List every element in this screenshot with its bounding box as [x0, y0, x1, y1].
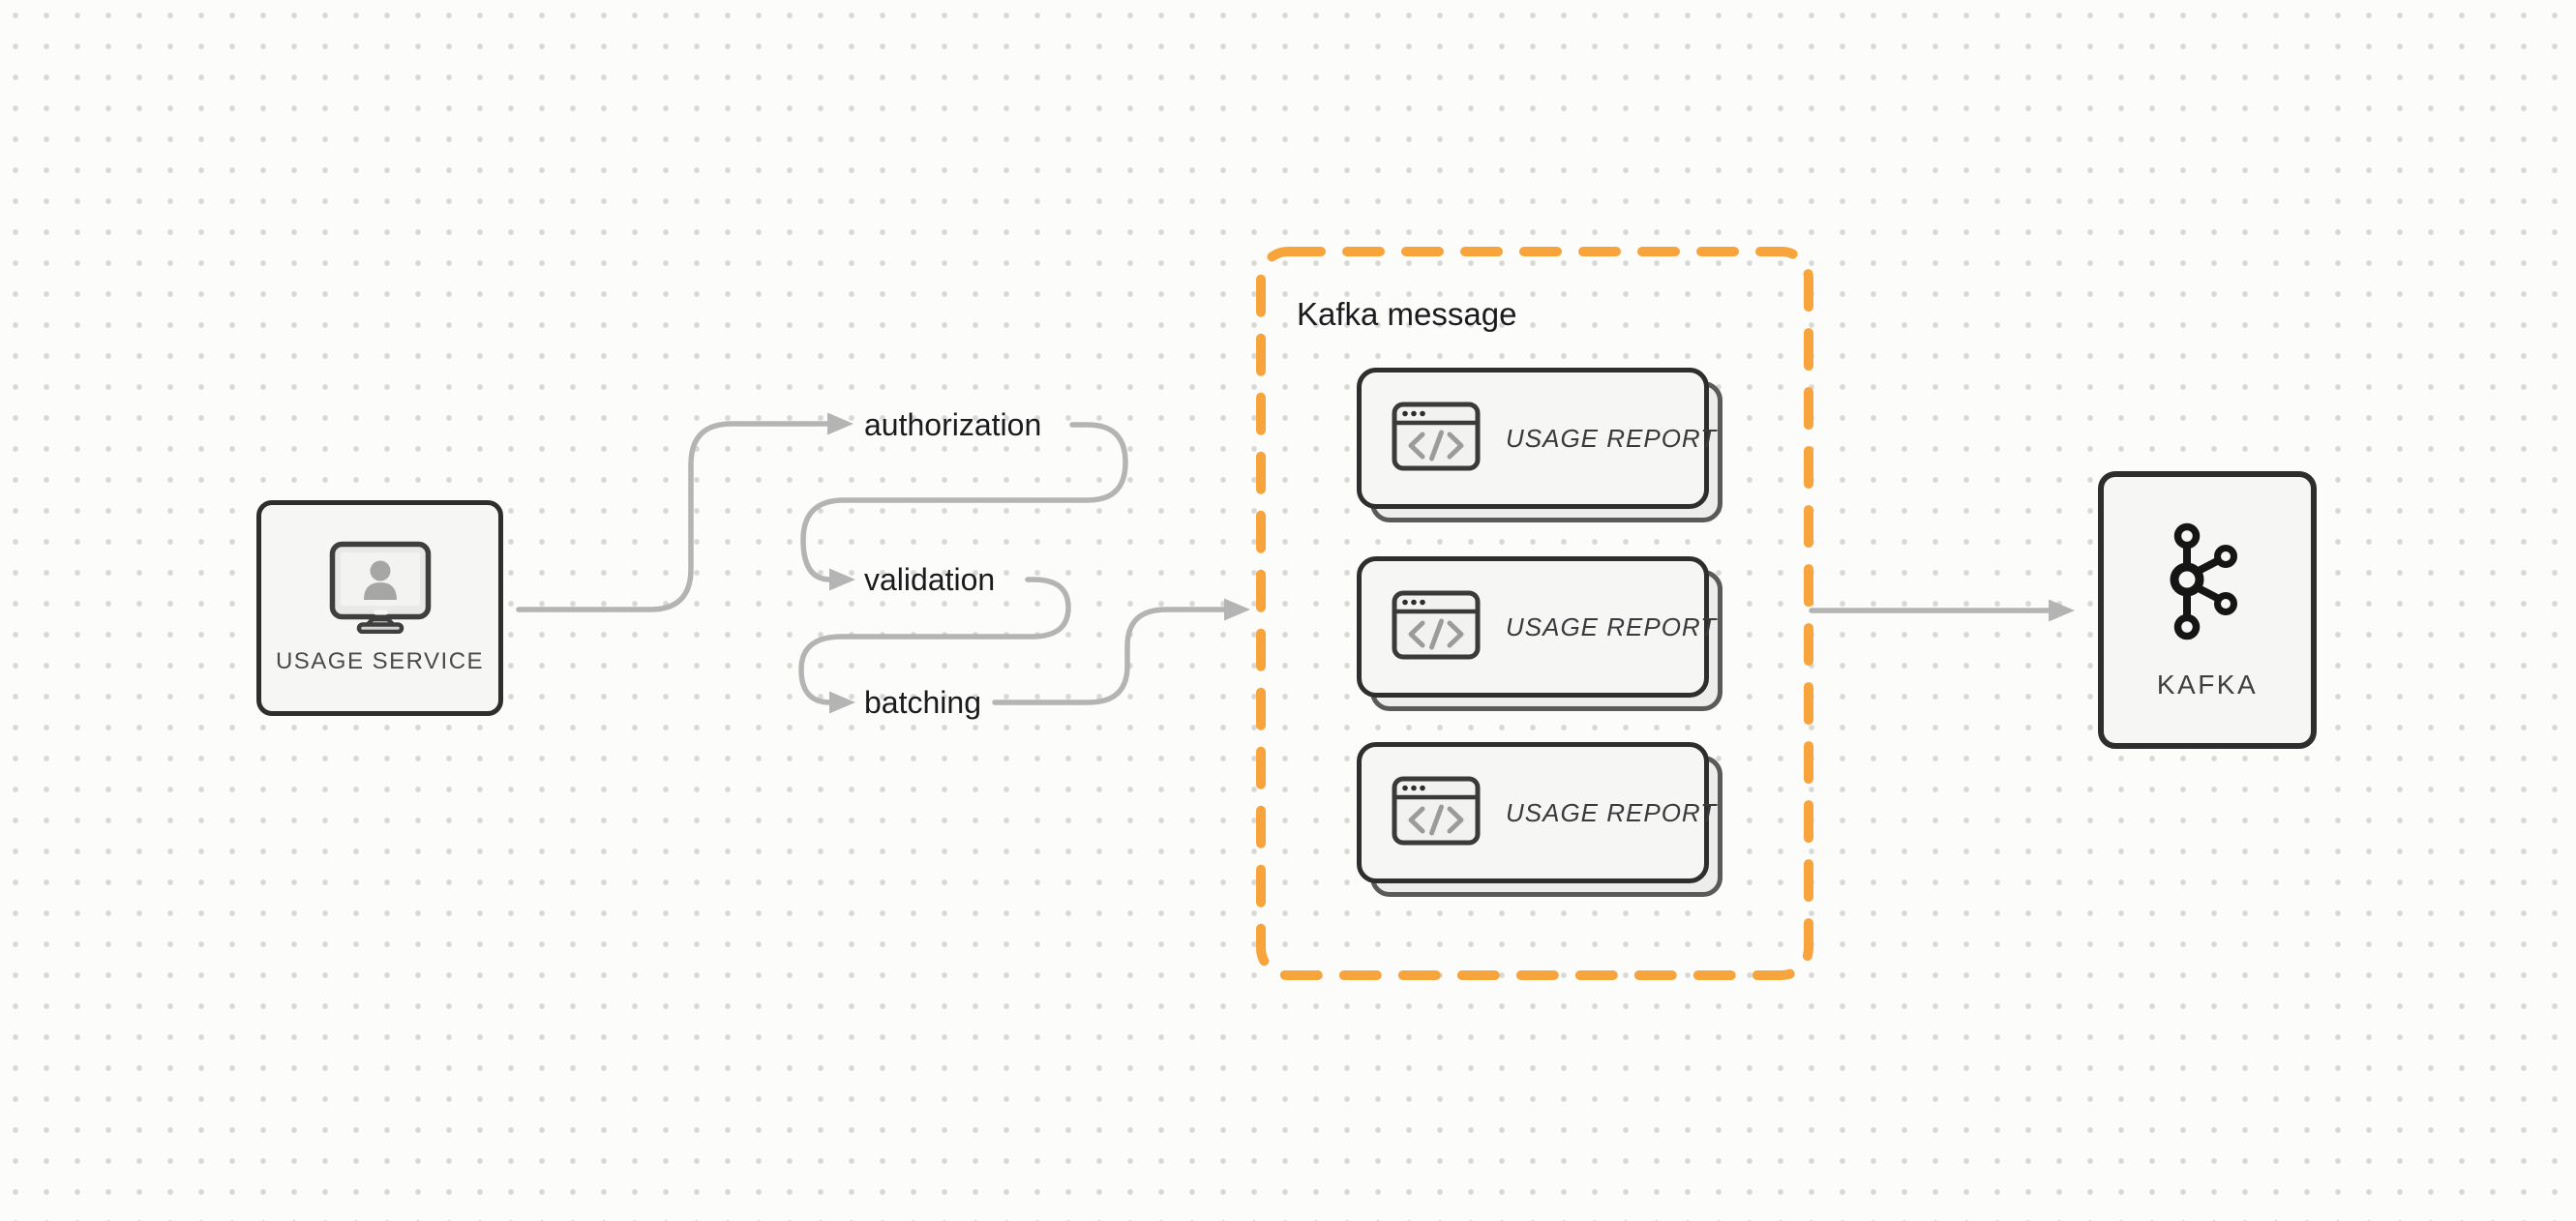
kafka-node: KAFKA — [2098, 471, 2317, 749]
code-window-icon — [1392, 402, 1481, 476]
usage-report-card: USAGE REPORT — [1357, 742, 1722, 897]
connector-usage-to-authorization — [516, 412, 854, 612]
usage-report-label: USAGE REPORT — [1506, 423, 1718, 453]
usage-report-label: USAGE REPORT — [1506, 797, 1718, 827]
kafka-message-group-title: Kafka message — [1297, 296, 1517, 332]
usage-service-label: USAGE SERVICE — [275, 648, 485, 674]
step-label-authorization: authorization — [864, 407, 1042, 442]
usage-report-card: USAGE REPORT — [1357, 556, 1722, 711]
usage-report-card: USAGE REPORT — [1357, 368, 1722, 522]
code-window-icon — [1392, 590, 1481, 665]
connector-validation-to-batching — [798, 577, 1071, 714]
kafka-label: KAFKA — [2156, 670, 2259, 700]
step-label-batching: batching — [864, 685, 981, 720]
connector-authorization-to-validation — [800, 422, 1128, 591]
connector-batching-to-kafka-message — [992, 598, 1250, 705]
usage-service-node: USAGE SERVICE — [256, 500, 503, 716]
usage-report-label: USAGE REPORT — [1506, 611, 1718, 641]
kafka-message-group-box — [1256, 247, 1813, 980]
monitor-user-icon — [329, 541, 432, 639]
kafka-logo-icon — [2170, 520, 2245, 648]
step-label-validation: validation — [864, 562, 996, 597]
code-window-icon — [1392, 776, 1481, 850]
